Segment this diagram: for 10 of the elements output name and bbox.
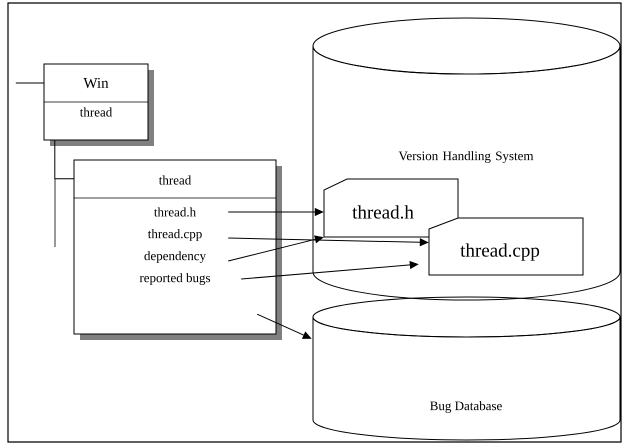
connector-line [54,140,74,180]
attribute-text: dependency [144,251,206,263]
class-box: Win thread [44,64,154,146]
attribute-text: thread.h [154,207,196,217]
connector-line [15,82,44,84]
attribute-text: thread.cpp [148,229,202,241]
attribute-text: reported bugs [140,273,210,285]
database-cylinder: Bug Database [312,296,620,440]
file-box: thread.cpp [428,218,584,276]
file-box: thread.h [324,178,458,238]
